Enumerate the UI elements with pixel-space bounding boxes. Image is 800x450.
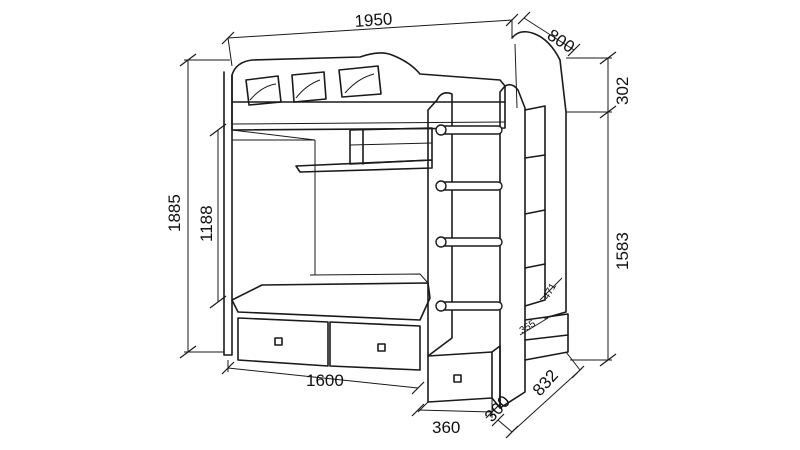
rung-2 bbox=[439, 181, 503, 191]
shelf-mid bbox=[349, 142, 433, 146]
label-top-rail: 302 bbox=[613, 77, 632, 105]
label-drawer-depth: 300 bbox=[481, 392, 514, 426]
left-front-post bbox=[223, 71, 233, 356]
rung-2-end bbox=[435, 180, 447, 192]
rung-3 bbox=[439, 237, 503, 247]
drawer-middle-handle bbox=[377, 343, 386, 352]
cutout-shine-right bbox=[344, 73, 375, 94]
headboard-cutout-right bbox=[338, 65, 382, 98]
rung-4-end bbox=[435, 300, 447, 312]
inner-perspective bbox=[231, 129, 316, 141]
lower-mattress bbox=[231, 282, 431, 321]
dim-line-355 bbox=[519, 317, 549, 336]
dimension-labels: 1950 800 302 1583 1885 1188 471 355 1600… bbox=[165, 9, 632, 437]
label-stair-width: 360 bbox=[432, 418, 460, 437]
stair-side-panel-left bbox=[427, 92, 453, 357]
upper-rail-edge bbox=[231, 121, 506, 125]
dim-line-depth bbox=[523, 17, 575, 51]
drawer-left bbox=[237, 317, 329, 367]
upper-headboard bbox=[231, 52, 506, 103]
mattress-back bbox=[309, 273, 429, 284]
right-rear-upright bbox=[511, 30, 567, 319]
label-depth: 800 bbox=[544, 25, 578, 56]
label-bed-length: 1600 bbox=[306, 371, 344, 390]
rear-upright-inner bbox=[514, 43, 518, 109]
label-355: 355 bbox=[518, 318, 538, 336]
cutout-shine-left bbox=[249, 83, 277, 101]
dim-line-stair-width bbox=[417, 409, 493, 413]
stair-side-shelves bbox=[524, 105, 569, 361]
dim-line-drawer-depth bbox=[497, 419, 513, 433]
label-stair-depth: 832 bbox=[529, 366, 562, 400]
stair-drawer-side bbox=[491, 345, 501, 409]
stair-rungs bbox=[435, 124, 503, 312]
drawer-middle bbox=[329, 321, 421, 371]
headboard-cutout-left bbox=[245, 75, 282, 106]
drawer-left-handle bbox=[274, 337, 283, 346]
wall-shelf bbox=[295, 159, 433, 173]
rung-4 bbox=[439, 301, 503, 311]
rung-3-end bbox=[435, 236, 447, 248]
label-clearance: 1188 bbox=[197, 205, 216, 242]
dimension-lines bbox=[179, 11, 617, 439]
label-stair-height: 1583 bbox=[613, 232, 632, 270]
dim-line-width bbox=[227, 19, 513, 39]
rung-1 bbox=[439, 125, 503, 135]
bed-frame bbox=[223, 30, 569, 409]
label-width: 1950 bbox=[354, 9, 393, 31]
dim-line-bed-length bbox=[227, 367, 419, 389]
stair-side-panel-right bbox=[499, 83, 526, 409]
dim-line-471 bbox=[539, 277, 563, 301]
stair-drawer bbox=[427, 351, 493, 403]
rung-1-end bbox=[435, 124, 447, 136]
dim-line-stair-depth bbox=[511, 371, 579, 433]
shelf-box bbox=[349, 127, 433, 165]
headboard-cutout-middle bbox=[291, 71, 327, 103]
stair-drawer-handle bbox=[453, 374, 462, 383]
cutout-shine-middle bbox=[295, 79, 321, 99]
label-total-height: 1885 bbox=[165, 194, 184, 232]
